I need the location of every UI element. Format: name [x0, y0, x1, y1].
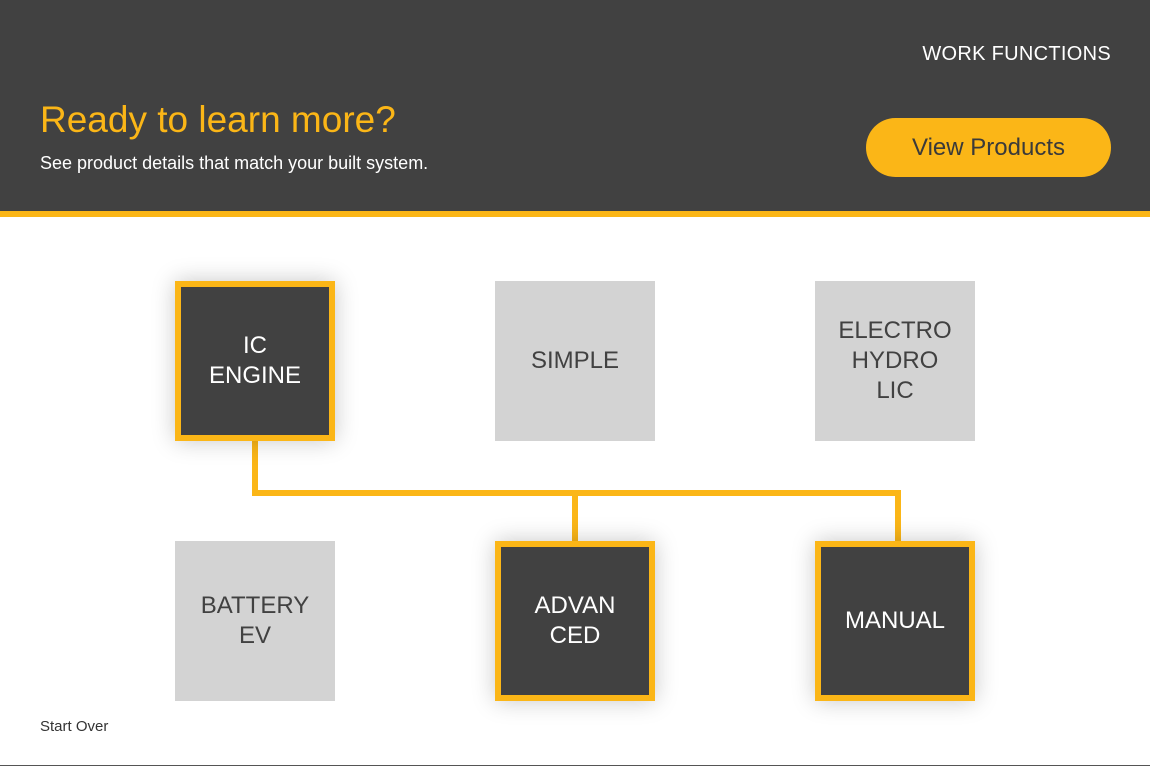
headline: Ready to learn more?: [40, 99, 396, 140]
header-divider: [0, 211, 1150, 217]
tile-label: ELECTRO HYDRO LIC: [838, 317, 952, 404]
section-title: WORK FUNCTIONS: [922, 43, 1111, 65]
option-tile-battery-ev[interactable]: BATTERY EV: [175, 541, 335, 701]
option-tile-simple[interactable]: SIMPLE: [495, 281, 655, 441]
option-tile-electro-hydrolic[interactable]: ELECTRO HYDRO LIC: [815, 281, 975, 441]
tile-label: ADVAN CED: [534, 592, 616, 649]
tile-label: SIMPLE: [530, 347, 620, 374]
tile-label: IC ENGINE: [208, 332, 301, 389]
subheadline: See product details that match your buil…: [40, 153, 429, 173]
tile-label: BATTERY EV: [200, 592, 310, 649]
tile-label: MANUAL: [844, 607, 946, 634]
start-over-link[interactable]: Start Over: [40, 718, 109, 735]
option-tile-manual[interactable]: MANUAL: [815, 541, 975, 701]
view-products-button[interactable]: View Products: [866, 118, 1111, 177]
option-tile-advanced[interactable]: ADVAN CED: [495, 541, 655, 701]
option-tile-ic-engine[interactable]: IC ENGINE: [175, 281, 335, 441]
